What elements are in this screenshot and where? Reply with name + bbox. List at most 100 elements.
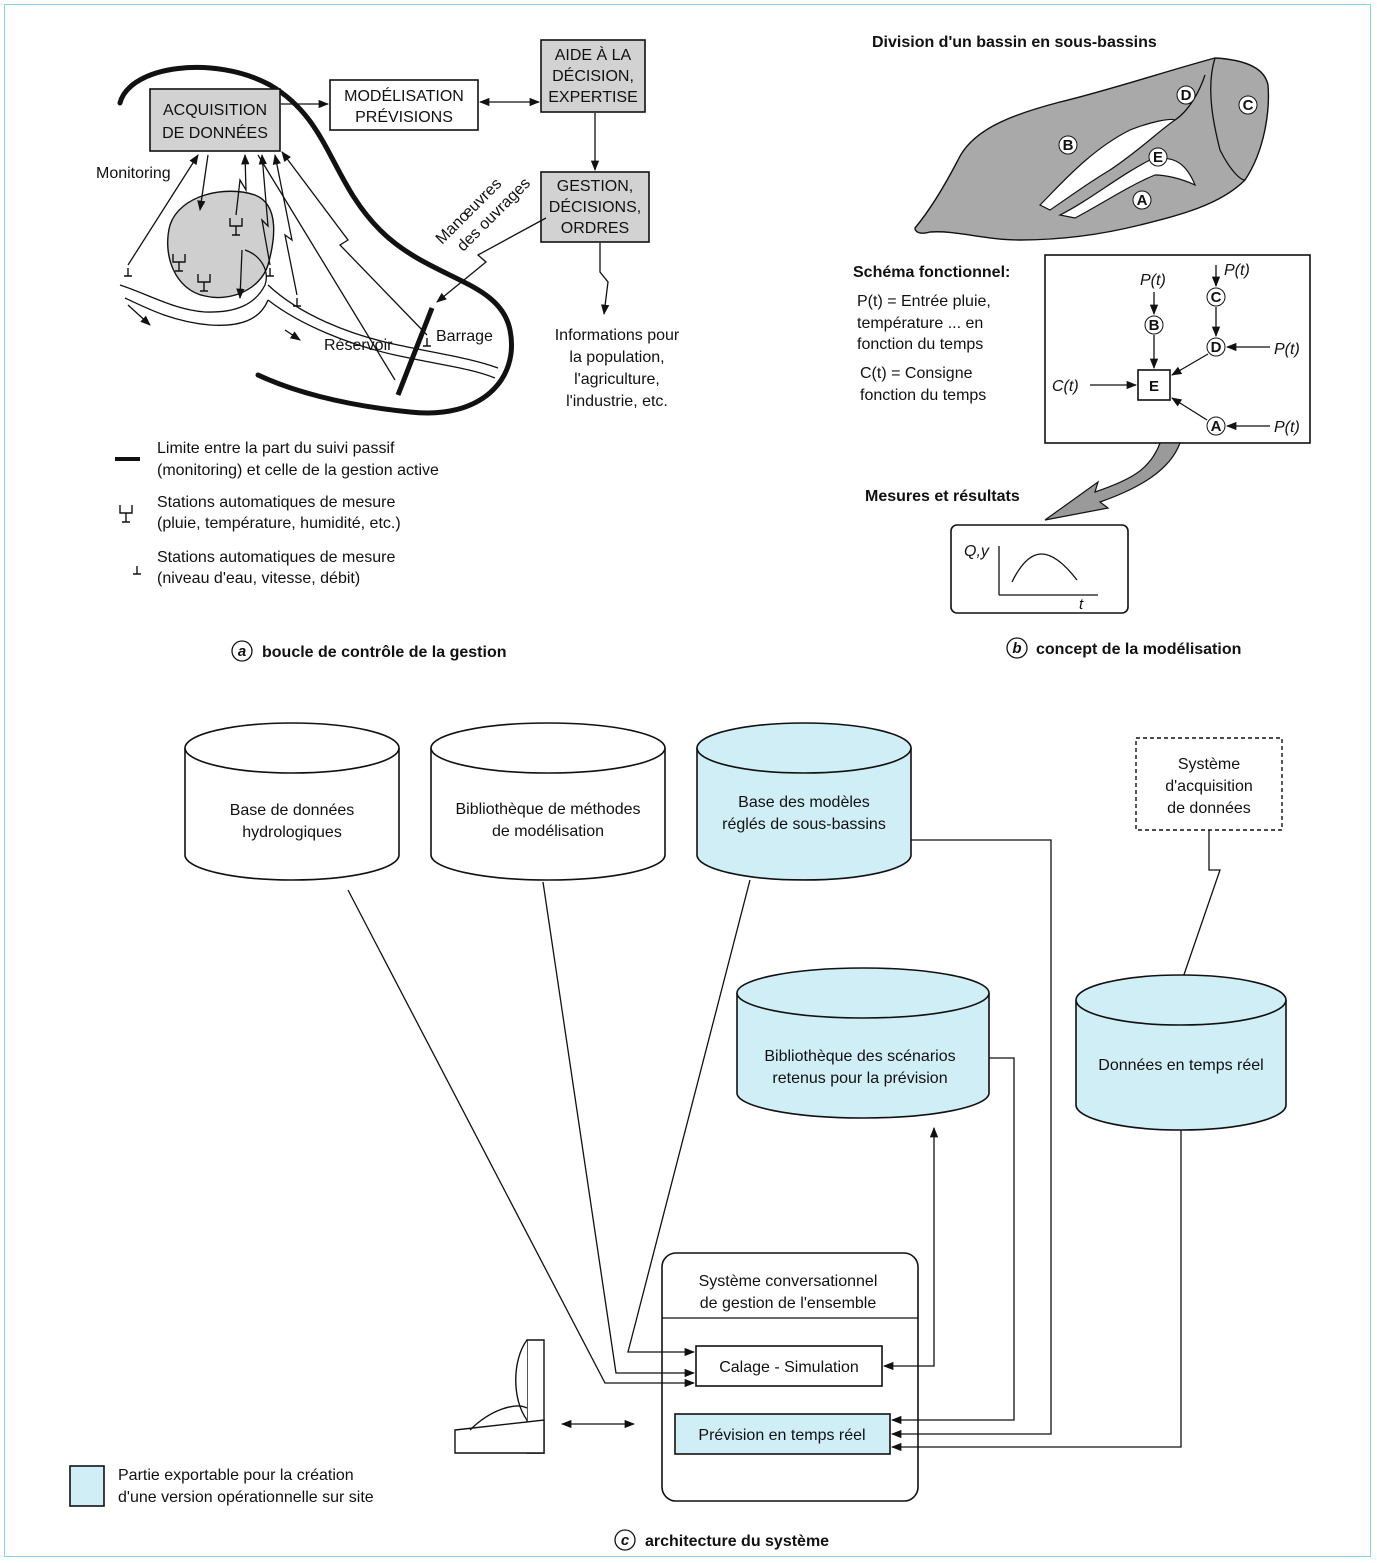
db4-line1: Bibliothèque des scénarios [764, 1048, 955, 1065]
barrage-label: Barrage [436, 328, 493, 345]
legend3-line1: Stations automatiques de mesure [157, 549, 395, 566]
transmission-lines [127, 151, 428, 381]
panel-b: Division d'un bassin en sous-bassins A B… [853, 34, 1311, 659]
information-line2: la population, [569, 349, 664, 366]
acq-signal [1177, 830, 1221, 993]
panel-c-connections [347, 839, 1182, 1452]
panel-b-title: Division d'un bassin en sous-bassins [872, 34, 1157, 51]
results-graph-box [950, 524, 1129, 614]
schema-line1: P(t) = Entrée pluie, [857, 293, 991, 310]
manoeuvres-label-group: Manœuvres des ouvrages [433, 175, 534, 255]
db-hydrologiques: Base de données hydrologiques [184, 722, 400, 881]
reservoir-label: Réservoir [324, 337, 393, 354]
db-scenarios: Bibliothèque des scénarios retenus pour … [736, 967, 990, 1119]
subbasin-e: E [1153, 149, 1163, 166]
subbasin-labels: A B C D E [1058, 85, 1258, 210]
schema-node-d: D [1211, 339, 1222, 356]
schema-node-b: B [1149, 317, 1160, 334]
gestion-box [540, 171, 650, 243]
terminal-icon [454, 1339, 545, 1454]
input-c: C(t) [1052, 378, 1079, 395]
information-line1: Informations pour [555, 327, 680, 344]
acquisition-line2: DE DONNÉES [162, 123, 268, 142]
aide-decision-box [540, 39, 646, 113]
acq-line3: de données [1167, 800, 1251, 817]
legend-swatch [69, 1465, 105, 1507]
schema-line3: fonction du temps [857, 336, 983, 353]
gestion-line2: DÉCISIONS, [549, 197, 641, 216]
signal-to-information [599, 243, 610, 316]
schema-node-a: A [1211, 418, 1222, 435]
input-p-1: P(t) [1140, 272, 1166, 289]
information-line3: l'agriculture, [574, 371, 660, 388]
legend-c-line2: d'une version opérationnelle sur site [118, 1489, 374, 1506]
db3-line1: Base des modèles [738, 794, 870, 811]
db-temps-reel: Données en temps réel [1075, 974, 1287, 1131]
prevision-label: Prévision en temps réel [698, 1427, 865, 1444]
signal-to-dam [436, 217, 547, 303]
legend-c-line1: Partie exportable pour la création [118, 1467, 354, 1484]
mesures-label: Mesures et résultats [865, 488, 1020, 505]
information-line4: l'industrie, etc. [566, 393, 668, 410]
calage-label: Calage - Simulation [719, 1359, 859, 1376]
caption-c: architecture du système [645, 1533, 829, 1550]
aide-line3: EXPERTISE [548, 89, 638, 106]
legend2-line2: (pluie, température, humidité, etc.) [157, 515, 401, 532]
system-line1: Système conversationnel [699, 1273, 878, 1290]
basin-map [914, 57, 1270, 241]
db5-label: Données en temps réel [1098, 1057, 1263, 1074]
calage-box [695, 1345, 883, 1387]
system-line2: de gestion de l'ensemble [700, 1295, 877, 1312]
legend3-line2: (niveau d'eau, vitesse, débit) [157, 570, 360, 587]
acquisition-box [149, 88, 281, 152]
panel-c: Base de données hydrologiques Bibliothèq… [69, 722, 1287, 1551]
gestion-line3: ORDRES [561, 220, 629, 237]
modelisation-line1: MODÉLISATION [344, 86, 464, 105]
gestion-line1: GESTION, [557, 178, 633, 195]
schema-line2: température ... en [857, 315, 983, 332]
level-gauge-icon [133, 566, 141, 575]
subbasin-a: A [1137, 192, 1148, 209]
caption-b: concept de la modélisation [1036, 641, 1241, 658]
caption-c-letter: c [621, 1532, 630, 1549]
subbasin-c: C [1243, 97, 1254, 114]
level-gauge-icon [124, 268, 431, 347]
db1-line2: hydrologiques [242, 824, 342, 841]
dam [395, 307, 435, 396]
rain-gauge-icon [119, 505, 133, 523]
result-curve [1011, 553, 1078, 583]
catchment-area [166, 190, 275, 299]
db2-line1: Bibliothèque de méthodes [455, 801, 640, 818]
modelisation-box [329, 79, 479, 131]
acq-line1: Système [1178, 756, 1240, 773]
caption-a-letter: a [238, 643, 246, 660]
schema-nodes: B C D A [1144, 287, 1226, 436]
caption-a: boucle de contrôle de la gestion [262, 644, 506, 661]
results-arrow [1044, 442, 1181, 521]
schema-line4: C(t) = Consigne [860, 365, 973, 382]
rain-gauge-icon [172, 218, 243, 292]
subbasin-b: B [1063, 137, 1074, 154]
legend1-line1: Limite entre la part du suivi passif [157, 440, 395, 457]
input-p-2: P(t) [1224, 262, 1250, 279]
axis-y-label: Q,y [964, 543, 990, 560]
legend2-line1: Stations automatiques de mesure [157, 494, 395, 511]
input-p-3: P(t) [1274, 341, 1300, 358]
schema-node-c: C [1211, 289, 1222, 306]
node-e-label: E [1149, 378, 1159, 395]
legend1-line2: (monitoring) et celle de la gestion acti… [157, 462, 439, 479]
input-p-4: P(t) [1274, 419, 1300, 436]
functional-schema-box [1044, 254, 1311, 444]
db1-line1: Base de données [230, 802, 355, 819]
modelisation-line2: PRÉVISIONS [355, 107, 453, 126]
db-methodes: Bibliothèque de méthodes de modélisation [430, 722, 666, 881]
db3-line2: réglés de sous-bassins [722, 816, 886, 833]
db-modeles: Base des modèles réglés de sous-bassins [696, 722, 912, 881]
panel-a: ACQUISITION DE DONNÉES MODÉLISATION PRÉV… [96, 39, 680, 662]
subbasin-d: D [1181, 87, 1192, 104]
aide-line2: DÉCISION, [552, 66, 634, 85]
db2-line2: de modélisation [492, 823, 604, 840]
acquisition-line1: ACQUISITION [163, 102, 267, 119]
